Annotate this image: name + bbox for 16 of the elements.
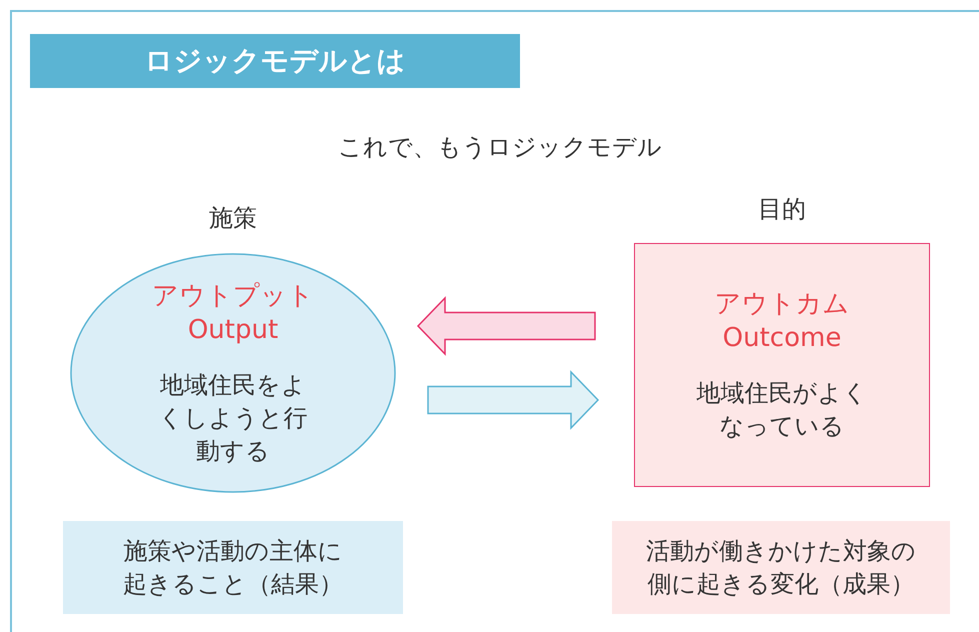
node-text: 活動が働きかけた対象の側に起きる変化（成果） xyxy=(645,536,917,600)
node-text: 施策や活動の主体に起きること（結果） xyxy=(122,536,344,600)
note-box xyxy=(612,521,950,614)
title-banner: ロジックモデルとは xyxy=(30,34,520,88)
node-heading: Output xyxy=(186,314,280,346)
node-text: 地域住民がよくなっている xyxy=(696,378,868,442)
node-heading: Outcome xyxy=(722,322,842,355)
block-arrow xyxy=(427,370,600,430)
node-text: 地域住民をよくしようと行動する xyxy=(158,370,308,466)
node-caption: 施策 xyxy=(208,203,258,234)
subtitle: これで、もうロジックモデル xyxy=(337,132,663,163)
block-arrow xyxy=(416,296,596,356)
node-heading: アウトプット xyxy=(151,280,315,312)
node-heading: アウトカム xyxy=(714,288,850,321)
note-box xyxy=(63,521,403,614)
node-caption: 目的 xyxy=(757,194,807,225)
